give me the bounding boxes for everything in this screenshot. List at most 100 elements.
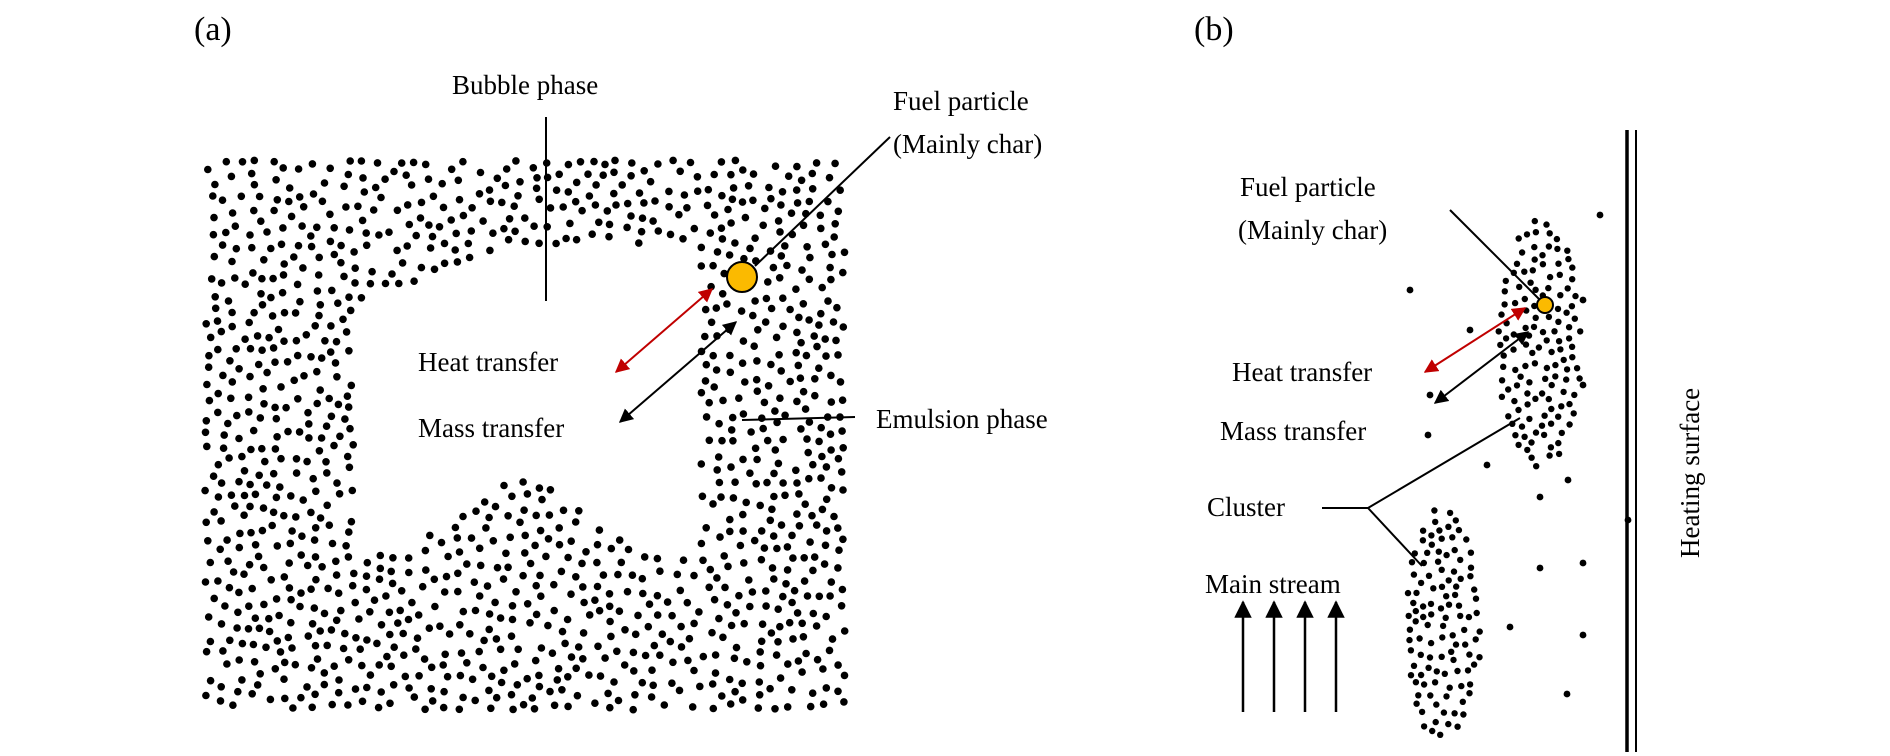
bed-particle <box>726 368 735 377</box>
bed-particle <box>1569 276 1576 283</box>
bed-particle <box>202 417 211 425</box>
bed-particle <box>739 455 747 464</box>
bed-particle <box>308 703 317 712</box>
bed-particle <box>683 598 692 607</box>
bed-particle <box>739 527 747 535</box>
bed-particle <box>736 541 745 550</box>
bed-particle <box>456 621 464 629</box>
bed-particle <box>783 261 791 270</box>
bed-particle <box>552 186 561 194</box>
bed-particle <box>519 478 527 486</box>
bed-particle <box>417 198 426 207</box>
bed-particle <box>502 165 511 173</box>
bed-particle <box>727 463 735 471</box>
bed-particle <box>357 294 366 302</box>
bed-particle <box>787 209 796 217</box>
bed-particle <box>241 280 249 289</box>
bed-particle <box>417 263 426 272</box>
bed-particle <box>218 196 227 204</box>
bed-particle <box>465 253 474 262</box>
bed-particle <box>800 554 808 562</box>
bed-particle <box>804 448 812 457</box>
bed-particle <box>240 511 248 519</box>
bed-particle <box>201 428 210 437</box>
bed-particle <box>507 632 516 640</box>
bed-particle <box>1434 558 1442 565</box>
bed-particle <box>771 446 780 454</box>
bed-particle <box>690 619 698 628</box>
bed-particle <box>1564 247 1571 254</box>
bed-particle <box>697 243 706 252</box>
bed-particle <box>546 204 555 212</box>
bed-particle <box>250 206 258 215</box>
bed-particle <box>798 619 806 628</box>
bed-particle <box>206 558 215 567</box>
bed-particle <box>266 695 275 704</box>
bed-particle <box>705 583 713 592</box>
bed-particle <box>1406 636 1413 644</box>
bed-particle <box>337 241 345 250</box>
bed-particle <box>1437 605 1445 612</box>
bed-particle <box>453 258 462 266</box>
bed-particle <box>806 702 815 711</box>
bed-particle <box>557 567 566 576</box>
bed-particle <box>621 626 629 634</box>
bed-particle <box>834 564 842 572</box>
bed-particle <box>424 175 433 183</box>
bed-particle <box>544 621 552 630</box>
bed-particle <box>690 571 698 580</box>
bed-particle <box>772 651 781 659</box>
bed-particle <box>358 661 366 670</box>
bed-particle <box>743 658 751 666</box>
bed-particle <box>357 157 366 165</box>
bed-particle <box>550 606 558 615</box>
bed-particle <box>498 198 506 207</box>
bed-particle <box>639 589 647 598</box>
bed-particle <box>646 177 655 186</box>
bed-particle <box>593 540 602 549</box>
bed-particle <box>1426 654 1434 661</box>
bed-particle <box>759 424 767 433</box>
bed-particle <box>1455 602 1463 609</box>
bed-particle <box>1533 463 1540 470</box>
bed-particle <box>258 301 267 309</box>
bed-particle <box>232 345 240 353</box>
bed-particle <box>1420 559 1428 567</box>
bed-particle <box>213 317 222 325</box>
bed-particle <box>388 579 397 588</box>
bed-particle <box>412 645 420 653</box>
bed-particle <box>259 563 268 572</box>
bed-particle <box>339 644 348 653</box>
bed-particle <box>729 494 738 502</box>
bed-particle <box>708 628 716 637</box>
bed-particle <box>1579 381 1587 389</box>
bed-particle <box>315 447 324 455</box>
bed-particle <box>590 157 598 166</box>
bed-particle <box>1546 273 1554 281</box>
bed-particle <box>779 479 787 487</box>
bed-particle <box>447 165 456 174</box>
bed-particle <box>512 588 520 596</box>
bed-particle <box>343 392 352 401</box>
bed-particle <box>654 227 663 235</box>
bed-particle <box>290 253 298 261</box>
bed-particle <box>343 452 352 461</box>
bed-particle <box>1555 260 1562 267</box>
bed-particle <box>627 172 635 180</box>
bed-particle <box>761 318 770 326</box>
bed-particle <box>813 655 822 664</box>
bed-particle <box>781 242 789 250</box>
bed-particle <box>1426 391 1434 399</box>
bed-particle <box>454 587 462 596</box>
bed-particle <box>631 630 640 639</box>
bed-particle <box>623 223 631 232</box>
bed-particle <box>731 478 739 487</box>
bed-particle <box>287 212 296 221</box>
bed-particle <box>345 226 354 234</box>
bed-particle <box>571 518 580 526</box>
bed-particle <box>246 231 254 239</box>
bed-particle <box>653 554 662 563</box>
bed-particle <box>595 526 604 534</box>
bed-particle <box>294 241 303 250</box>
bed-particle <box>563 615 572 624</box>
